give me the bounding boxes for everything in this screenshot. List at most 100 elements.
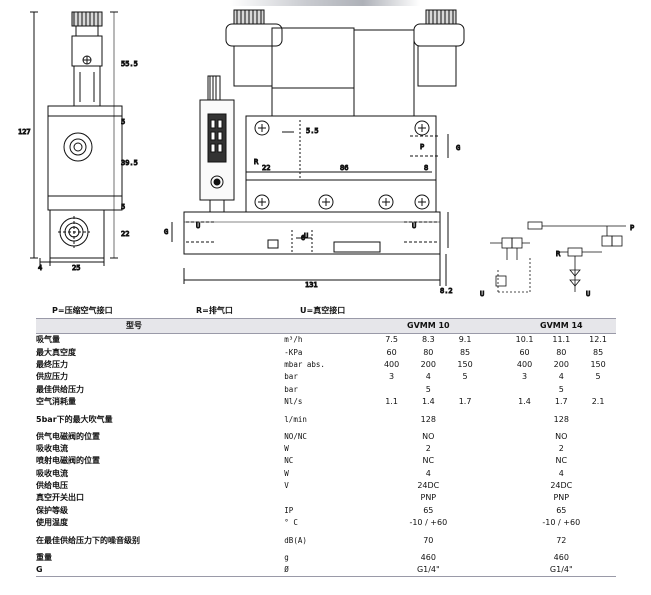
cell-value: -10 / +60: [409, 518, 448, 528]
cell-empty: [374, 384, 410, 396]
row-name: 供应压力: [36, 372, 68, 382]
cell-value: 80: [423, 347, 434, 357]
cell-value: PNP: [420, 493, 437, 503]
cell-value: 128: [420, 414, 436, 424]
cell-empty: [447, 455, 483, 467]
cell-value: NO: [555, 431, 568, 441]
cell-empty: [374, 408, 410, 430]
row-name: 吸收电流: [36, 468, 68, 478]
cell-value: 128: [553, 414, 569, 424]
cell-empty: [507, 408, 543, 430]
row-unit: V: [284, 481, 289, 491]
cell-empty: [447, 408, 483, 430]
cell-value: 400: [516, 359, 533, 369]
cell-value: 1.4: [518, 397, 531, 407]
row-unit: l/min: [284, 414, 307, 424]
cell-empty: [580, 468, 616, 480]
label-G-right: G: [456, 144, 460, 152]
dim-4: 4: [38, 264, 42, 272]
row-name: 供给电压: [36, 481, 68, 491]
cell-value: 65: [423, 505, 434, 515]
column-gap: [483, 480, 507, 492]
column-gap: [483, 371, 507, 383]
cell-value: 65: [556, 505, 567, 515]
dim-86: 86: [340, 164, 348, 172]
label-P-front: P: [420, 143, 424, 151]
cell-value: 72: [556, 535, 567, 545]
header-model-gvmm10: GVMM 10: [373, 318, 483, 334]
cell-value: 460: [420, 552, 436, 562]
column-gap: [483, 455, 507, 467]
cell-value: 2: [558, 443, 564, 453]
cell-value: 2: [425, 443, 431, 453]
row-name: 在最佳供给压力下的噪音级别: [36, 535, 140, 545]
cell-empty: [447, 492, 483, 504]
column-gap: [483, 430, 507, 442]
dim-25: 25: [72, 264, 80, 272]
column-gap: [483, 529, 507, 551]
circuit-label-U-right: U: [586, 290, 590, 298]
table-header-row: 型号 GVMM 10 GVMM 14: [36, 318, 616, 334]
cell-empty: [580, 551, 616, 563]
cell-value: 1.7: [554, 397, 568, 407]
row-unit: ° C: [284, 518, 298, 528]
dim-131: 131: [305, 281, 318, 289]
row-name: G: [36, 563, 285, 578]
cell-value: 150: [590, 359, 606, 369]
column-gap: [483, 384, 507, 396]
row-unit: dB(A): [284, 535, 307, 545]
cell-empty: [374, 443, 410, 455]
cell-empty: [447, 551, 483, 563]
row-name: 供气电磁阀的位置: [36, 431, 100, 441]
cell-empty: [374, 517, 410, 529]
cell-empty: [447, 384, 483, 396]
row-unit: NO/NC: [284, 431, 307, 441]
cell-value: G1/4": [542, 563, 581, 578]
label-U-right: U: [412, 222, 416, 230]
cell-empty: [507, 492, 543, 504]
row-name: 最佳供给压力: [36, 384, 84, 394]
cell-value: 85: [592, 347, 604, 357]
cell-empty: [374, 529, 410, 551]
cell-empty: [507, 468, 543, 480]
cell-empty: [580, 455, 616, 467]
header-decoration: [230, 0, 420, 6]
row-unit: bar: [284, 384, 298, 394]
cell-empty: [580, 505, 616, 517]
column-gap: [483, 359, 507, 371]
dim-22-front: 22: [262, 164, 270, 172]
cell-empty: [580, 443, 616, 455]
label-U-mid: U: [304, 232, 308, 240]
header-model-label: 型号: [36, 318, 285, 334]
row-unit: bar: [284, 372, 298, 382]
row-name: 吸气量: [36, 335, 60, 345]
cell-value: 60: [519, 347, 530, 357]
port-label-u: U=真空接口: [300, 306, 346, 315]
column-gap: [483, 346, 507, 358]
cell-empty: [374, 455, 410, 467]
row-name: 重量: [36, 552, 52, 562]
cell-value: 200: [420, 359, 436, 369]
cell-value: 5: [595, 372, 601, 382]
cell-value: 4: [558, 468, 564, 478]
cell-empty: [507, 505, 543, 517]
cell-value: 3: [521, 372, 528, 382]
cell-value: 4: [425, 372, 431, 382]
cell-empty: [447, 480, 483, 492]
cell-value: 24DC: [417, 481, 440, 491]
row-name: 5bar下的最大吹气量: [36, 414, 113, 424]
cell-value: 60: [386, 347, 397, 357]
row-unit: g: [284, 552, 289, 562]
table-row: 使用温度° C-10 / +60-10 / +60: [36, 517, 616, 529]
column-gap: [483, 517, 507, 529]
cell-empty: [374, 492, 410, 504]
cell-value: 2.1: [591, 397, 605, 407]
